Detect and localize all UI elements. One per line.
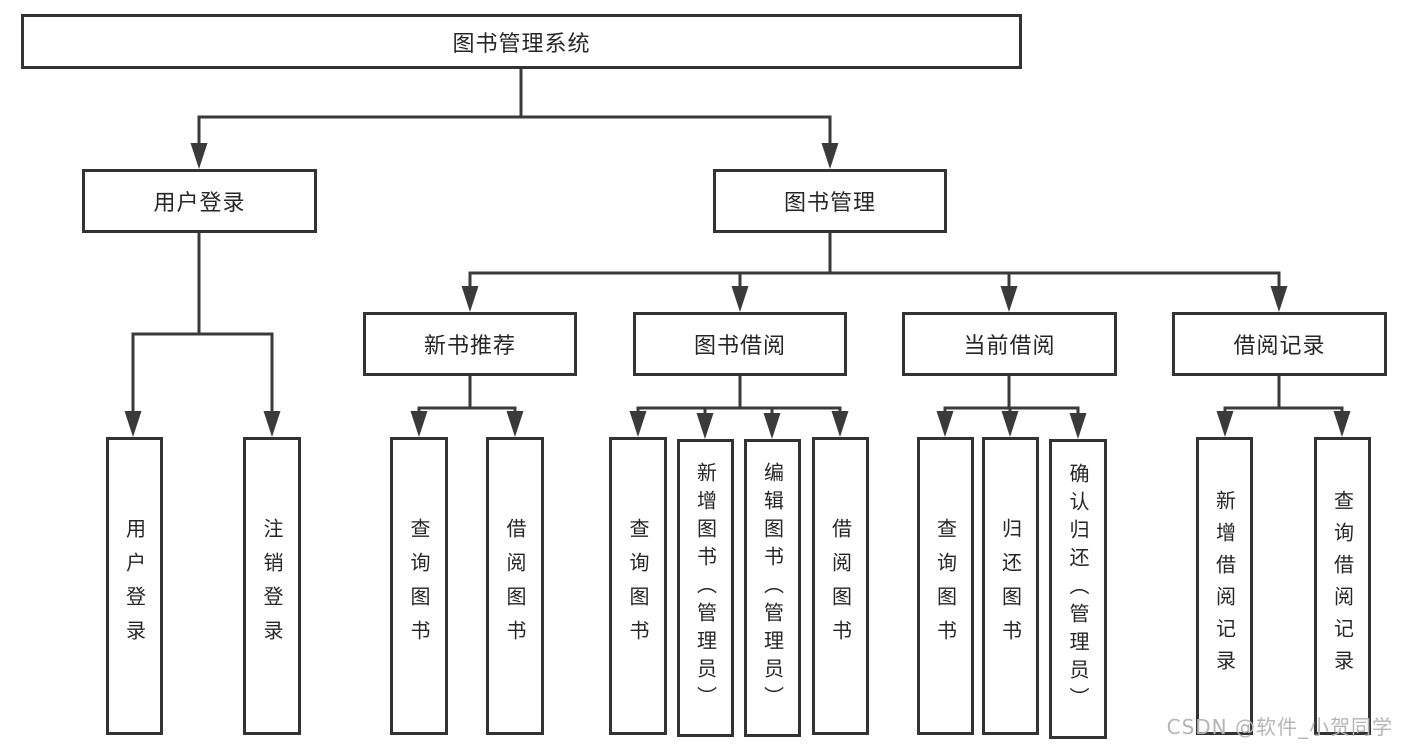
node-box-nb-borrow: 借阅图书 [486, 437, 544, 735]
node-box-cb-return: 归还图书 [982, 437, 1039, 735]
connector-arrowhead-icon [263, 411, 281, 437]
node-box-nb-query: 查询图书 [390, 437, 448, 735]
connector-arrowhead-icon [831, 411, 849, 437]
node-label-user-login: 用户登录 [153, 191, 246, 216]
node-label-borrow-record: 借阅记录 [1233, 334, 1326, 359]
connector-arrowhead-icon [1000, 286, 1018, 312]
node-label-br-add: 新增借阅记录 [1212, 490, 1237, 682]
connector-arrowhead-icon [1216, 411, 1234, 437]
node-label-new-book: 新书推荐 [423, 334, 516, 359]
connector-arrowhead-icon [190, 143, 208, 169]
node-label-bb-query: 查询图书 [626, 518, 650, 654]
node-box-br-add: 新增借阅记录 [1196, 437, 1253, 735]
node-box-bb-add: 新增图书（管理员） [677, 439, 734, 737]
node-box-ul-login: 用户登录 [106, 437, 163, 735]
connector-arrowhead-icon [1333, 411, 1351, 437]
connector-arrowhead-icon [696, 413, 714, 439]
node-box-cb-query: 查询图书 [917, 437, 974, 735]
node-label-nb-borrow: 借阅图书 [503, 518, 527, 654]
connector-arrowhead-icon [1069, 413, 1087, 439]
node-label-cb-query: 查询图书 [933, 518, 958, 654]
node-box-current-borrow: 当前借阅 [902, 312, 1117, 376]
node-box-bb-query: 查询图书 [609, 437, 667, 735]
node-box-br-query: 查询借阅记录 [1314, 437, 1371, 735]
connector-arrowhead-icon [124, 411, 142, 437]
node-box-bb-edit: 编辑图书（管理员） [744, 439, 801, 737]
node-label-book-mgmt: 图书管理 [783, 191, 876, 216]
node-label-ul-logout: 注销登录 [260, 518, 284, 654]
node-label-root: 图书管理系统 [452, 31, 591, 57]
connector-arrowhead-icon [629, 411, 647, 437]
watermark-text: CSDN @软件_小贺同学 [1166, 715, 1393, 739]
connector-arrowhead-icon [410, 411, 428, 437]
node-box-root: 图书管理系统 [21, 14, 1022, 69]
node-box-book-borrow: 图书借阅 [633, 312, 847, 376]
connector-arrowhead-icon [506, 411, 524, 437]
connector-arrowhead-icon [1270, 286, 1288, 312]
node-box-ul-logout: 注销登录 [243, 437, 301, 735]
node-label-bb-edit: 编辑图书（管理员） [760, 462, 785, 714]
node-box-bb-borrow: 借阅图书 [812, 437, 869, 735]
connector-arrowhead-icon [1001, 411, 1019, 437]
node-label-book-borrow: 图书借阅 [693, 334, 786, 359]
node-box-book-mgmt: 图书管理 [713, 169, 947, 233]
node-label-bb-borrow: 借阅图书 [828, 518, 853, 654]
node-label-nb-query: 查询图书 [407, 518, 431, 654]
node-box-new-book: 新书推荐 [363, 312, 577, 376]
node-box-borrow-record: 借阅记录 [1172, 312, 1387, 376]
node-label-current-borrow: 当前借阅 [963, 334, 1056, 359]
node-label-ul-login: 用户登录 [122, 518, 147, 654]
node-label-cb-return: 归还图书 [998, 518, 1023, 654]
connector-arrowhead-icon [731, 286, 749, 312]
connector-arrowhead-icon [821, 143, 839, 169]
node-box-cb-confirm: 确认归还（管理员） [1049, 439, 1107, 739]
node-box-user-login: 用户登录 [82, 169, 317, 233]
connector-arrowhead-icon [763, 413, 781, 439]
node-label-bb-add: 新增图书（管理员） [693, 462, 718, 714]
connector-arrowhead-icon [461, 286, 479, 312]
connector-arrowhead-icon [936, 411, 954, 437]
node-label-cb-confirm: 确认归还（管理员） [1066, 463, 1090, 715]
node-label-br-query: 查询借阅记录 [1330, 490, 1355, 682]
